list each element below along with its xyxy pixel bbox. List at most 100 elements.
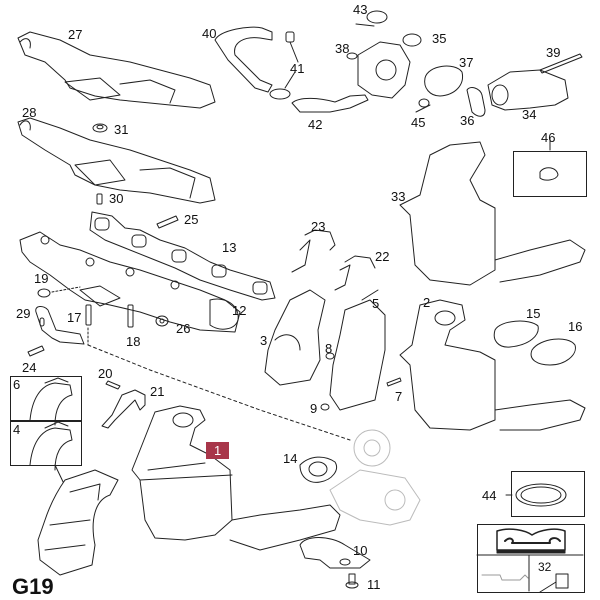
callout-27[interactable]: 27 xyxy=(68,27,83,42)
clamp-43 xyxy=(355,10,388,27)
callout-12[interactable]: 12 xyxy=(232,303,247,318)
legend-box xyxy=(477,524,585,593)
heat-shield-27 xyxy=(17,31,216,109)
callout-7[interactable]: 7 xyxy=(395,389,403,404)
detail-6 xyxy=(29,377,73,426)
bolt-39 xyxy=(539,53,583,74)
callout-19[interactable]: 19 xyxy=(34,271,49,286)
callout-23[interactable]: 23 xyxy=(311,219,326,234)
detail-4 xyxy=(29,421,73,471)
callout-46[interactable]: 46 xyxy=(541,130,556,145)
gasket-37 xyxy=(424,65,464,97)
catalytic-converter-2 xyxy=(399,299,586,431)
pipe-42 xyxy=(291,94,369,113)
callout-36[interactable]: 36 xyxy=(460,113,475,128)
clip-46-icon xyxy=(539,167,559,181)
callout-40[interactable]: 40 xyxy=(202,26,217,41)
callout-2[interactable]: 2 xyxy=(423,295,431,310)
callout-20[interactable]: 20 xyxy=(98,366,113,381)
nut-31 xyxy=(92,123,108,133)
callout-26[interactable]: 26 xyxy=(176,321,191,336)
callout-21[interactable]: 21 xyxy=(150,384,165,399)
clip-45 xyxy=(415,98,431,113)
catalytic-converter-33 xyxy=(399,141,586,286)
gasket-16 xyxy=(530,338,576,366)
egr-valve-34 xyxy=(487,69,569,111)
bracket-21 xyxy=(101,389,146,429)
callout-42[interactable]: 42 xyxy=(308,117,323,132)
callout-35[interactable]: 35 xyxy=(432,31,447,46)
callout-37[interactable]: 37 xyxy=(459,55,474,70)
stud-25 xyxy=(156,215,179,229)
stud-7 xyxy=(386,377,402,387)
heat-shield-28 xyxy=(17,117,216,204)
callout-13[interactable]: 13 xyxy=(222,240,237,255)
detail-box-4[interactable] xyxy=(10,420,82,466)
stud-18 xyxy=(127,304,134,328)
turbocharger-faded xyxy=(329,429,421,526)
manifold-gasket-13 xyxy=(89,211,276,301)
callout-18[interactable]: 18 xyxy=(126,334,141,349)
callout-6[interactable]: 6 xyxy=(13,377,21,392)
detail-box-46[interactable] xyxy=(513,151,587,197)
callout-45[interactable]: 45 xyxy=(411,115,426,130)
callout-15[interactable]: 15 xyxy=(526,306,541,321)
callout-33[interactable]: 33 xyxy=(391,189,406,204)
callout-8[interactable]: 8 xyxy=(325,341,333,356)
hose-clamp-41 xyxy=(269,31,299,100)
nut-9 xyxy=(320,403,330,411)
heat-shield-3 xyxy=(264,289,326,386)
callout-25[interactable]: 25 xyxy=(184,212,199,227)
callout-10[interactable]: 10 xyxy=(353,543,368,558)
callout-31[interactable]: 31 xyxy=(114,122,129,137)
stud-17 xyxy=(85,304,92,346)
callout-32[interactable]: 32 xyxy=(538,560,552,574)
callout-14[interactable]: 14 xyxy=(283,451,298,466)
callout-29[interactable]: 29 xyxy=(16,306,31,321)
callout-28[interactable]: 28 xyxy=(22,105,37,120)
repair-manual-wrench-icon xyxy=(496,528,566,554)
oil-can-icon xyxy=(481,574,529,581)
bolt-11 xyxy=(345,573,359,589)
callout-39[interactable]: 39 xyxy=(546,45,561,60)
bracket-29 xyxy=(35,306,85,345)
heat-shield-5 xyxy=(329,289,386,411)
gasket-15 xyxy=(493,320,539,348)
gasket-36 xyxy=(466,87,486,117)
exhaust-manifold-12 xyxy=(19,231,241,333)
callout-16[interactable]: 16 xyxy=(568,319,583,334)
bolt-24 xyxy=(27,345,45,357)
heat-shield-lower xyxy=(37,469,119,576)
stud-30 xyxy=(96,193,103,205)
callout-41[interactable]: 41 xyxy=(290,61,305,76)
catalytic-converter-1 xyxy=(131,405,341,551)
nut-26 xyxy=(155,315,169,327)
callout-1-highlighted[interactable]: 1 xyxy=(206,442,230,459)
nut-8 xyxy=(325,352,335,360)
detail-box-44[interactable] xyxy=(511,471,585,517)
callout-4[interactable]: 4 xyxy=(13,422,21,437)
callout-44[interactable]: 44 xyxy=(482,488,497,503)
callout-5[interactable]: 5 xyxy=(372,296,380,311)
callout-30[interactable]: 30 xyxy=(109,191,124,206)
bolt-20 xyxy=(105,380,121,390)
callout-17[interactable]: 17 xyxy=(67,310,82,325)
callout-38[interactable]: 38 xyxy=(335,41,350,56)
callout-9[interactable]: 9 xyxy=(310,401,318,416)
seal-38 xyxy=(346,52,358,60)
bracket-clamp-10 xyxy=(299,537,371,569)
callout-11[interactable]: 11 xyxy=(367,577,381,592)
callout-3[interactable]: 3 xyxy=(260,333,268,348)
sealant-tube-icon xyxy=(539,573,569,593)
gasket-14 xyxy=(299,456,337,483)
page-code: G19 xyxy=(12,574,54,599)
callout-24[interactable]: 24 xyxy=(22,360,37,375)
callout-34[interactable]: 34 xyxy=(522,107,537,122)
detail-box-6[interactable] xyxy=(10,376,82,422)
pipe-bracket-22 xyxy=(334,255,376,291)
callout-22[interactable]: 22 xyxy=(375,249,390,264)
callout-43[interactable]: 43 xyxy=(353,2,368,17)
guide-line xyxy=(87,344,351,441)
